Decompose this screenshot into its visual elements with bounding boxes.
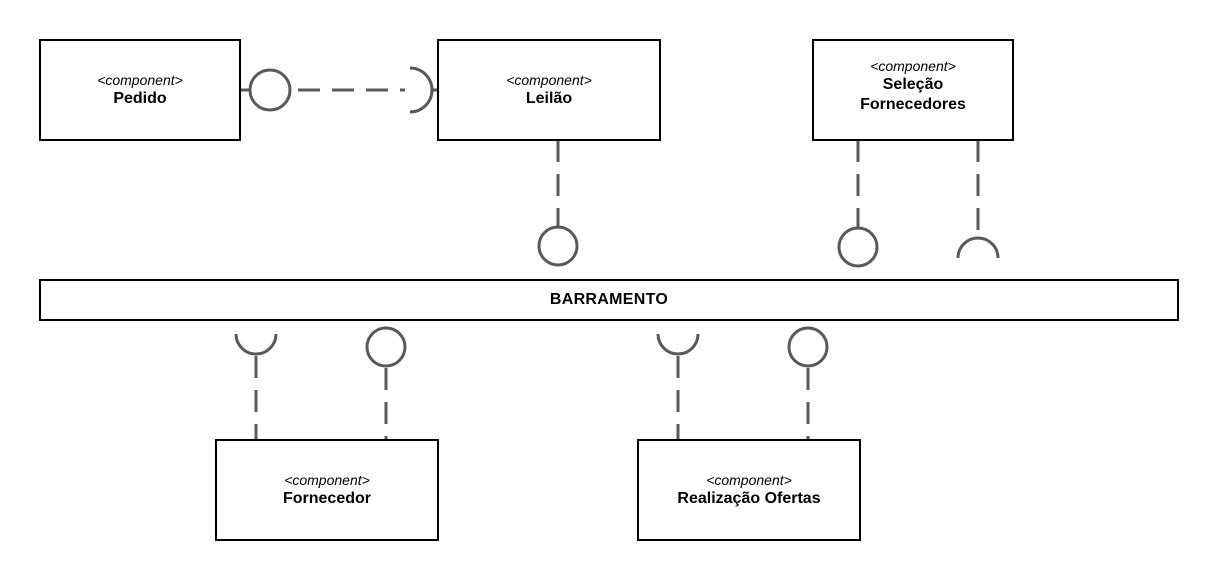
realizacao-provided-interface <box>787 326 829 368</box>
bus-barramento[interactable]: BARRAMENTO <box>39 279 1179 321</box>
leilao-provided-interface <box>537 225 579 267</box>
selecao-required-interface <box>956 236 1000 259</box>
fornecedor-required-interface <box>234 333 278 356</box>
component-name: Leilão <box>525 89 573 107</box>
component-name: Realização Ofertas <box>677 489 821 507</box>
pedido-provided-interface <box>248 68 292 112</box>
fornecedor-provided-interface <box>365 326 407 368</box>
component-name-line1: Seleção <box>882 76 944 93</box>
leilao-required-interface <box>409 66 434 114</box>
component-name: Pedido <box>113 89 167 107</box>
bus-label: BARRAMENTO <box>549 291 669 308</box>
component-leilao[interactable]: <component> Leilão <box>437 39 661 141</box>
selecao-provided-interface <box>837 226 879 268</box>
stereotype-label: <component> <box>870 58 956 74</box>
stereotype-label: <component> <box>97 71 183 88</box>
realizacao-required-interface <box>656 333 700 356</box>
component-pedido[interactable]: <component> Pedido <box>39 39 241 141</box>
component-name: Fornecedor <box>282 489 371 507</box>
stereotype-label: <component> <box>506 71 592 88</box>
component-selecao-fornecedores[interactable]: <component> Seleção Fornecedores <box>812 39 1014 141</box>
component-realizacao-ofertas[interactable]: <component> Realização Ofertas <box>637 439 861 541</box>
component-name-line2: Fornecedores <box>860 96 966 113</box>
stereotype-label: <component> <box>706 471 792 488</box>
component-fornecedor[interactable]: <component> Fornecedor <box>215 439 439 541</box>
stereotype-label: <component> <box>284 471 370 488</box>
